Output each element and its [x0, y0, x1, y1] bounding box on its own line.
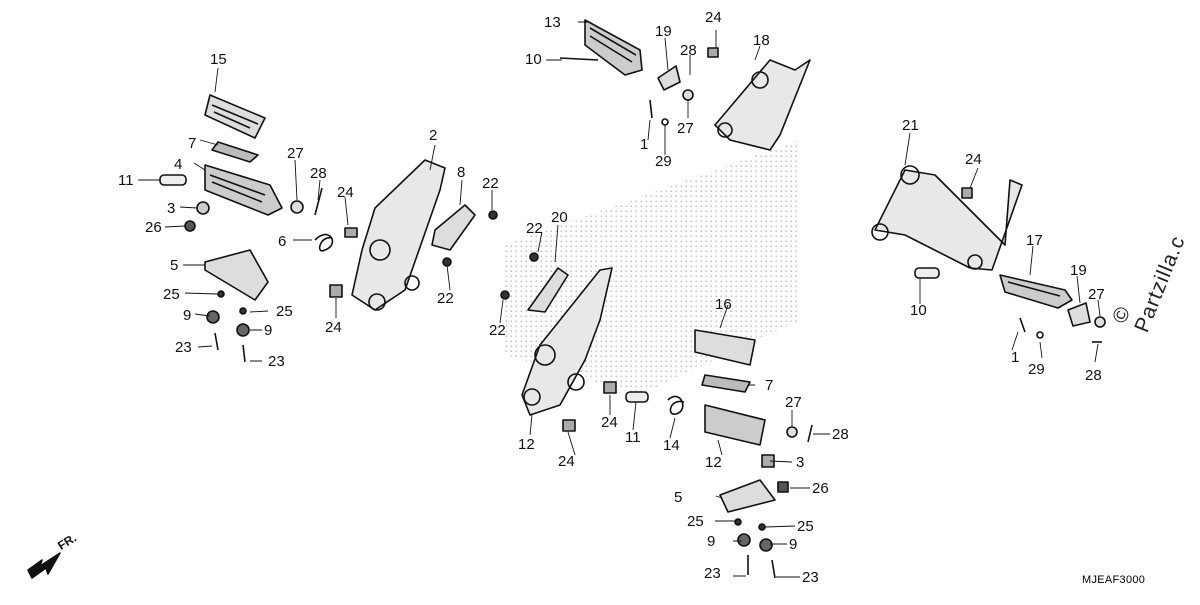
plate-left — [211, 141, 259, 163]
label-27: 27 — [677, 120, 694, 137]
footpeg-rubber-center — [694, 329, 756, 366]
footpeg-top — [584, 19, 643, 76]
label-17: 17 — [1026, 232, 1043, 249]
label-11: 11 — [625, 429, 641, 446]
label-20: 20 — [551, 209, 568, 226]
label-9: 9 — [789, 536, 798, 553]
label-21: 21 — [902, 117, 919, 134]
label-26: 26 — [145, 219, 162, 236]
plate-center — [701, 374, 751, 393]
label-7: 7 — [188, 135, 197, 152]
footpeg-right — [999, 274, 1073, 309]
label-13: 14 — [663, 437, 680, 454]
plate-19-right — [1067, 302, 1091, 327]
label-22: 22 — [437, 290, 454, 307]
plate-20-center — [527, 267, 569, 313]
label-19: 19 — [655, 23, 672, 40]
label-3: 3 — [167, 200, 176, 217]
label-5: 5 — [674, 489, 683, 506]
label-15: 12 — [518, 436, 535, 453]
label-12: 12 — [705, 454, 722, 471]
label-19: 19 — [1070, 262, 1087, 279]
guard-left — [204, 249, 269, 301]
label-22: 22 — [489, 322, 506, 339]
nut-left — [184, 220, 196, 232]
label-10: 10 — [525, 51, 542, 68]
label-14: 15 — [210, 51, 227, 68]
footpeg-rubber-left — [204, 94, 266, 139]
label-1: 1 — [1011, 349, 1020, 366]
label-9: 9 — [264, 322, 273, 339]
label-22: 22 — [482, 175, 499, 192]
bracket-left — [351, 159, 446, 311]
label-25: 25 — [797, 518, 814, 535]
label-28: 28 — [310, 165, 327, 182]
label-26: 26 — [812, 480, 829, 497]
label-5: 5 — [170, 257, 179, 274]
label-16: 13 — [544, 14, 561, 31]
label-29: 29 — [655, 153, 672, 170]
label-24: 24 — [601, 414, 618, 431]
label-28: 28 — [832, 426, 849, 443]
label-24: 24 — [325, 319, 342, 336]
plate-19-top — [657, 65, 681, 91]
footpeg-left — [204, 164, 283, 216]
bracket-top — [714, 59, 811, 151]
label-27: 27 — [287, 145, 304, 162]
label-25: 25 — [163, 286, 180, 303]
pin-left — [159, 174, 187, 186]
label-23: 23 — [704, 565, 721, 582]
fr-arrow-icon — [27, 552, 61, 579]
label-18: 18 — [753, 32, 770, 49]
label-25: 25 — [276, 303, 293, 320]
label-22: 22 — [526, 220, 543, 237]
label-28: 28 — [680, 42, 697, 59]
footpeg-center — [704, 404, 766, 446]
diagram-code: MJEAF3000 — [1082, 574, 1146, 586]
bush-left — [196, 201, 210, 215]
label-3: 3 — [796, 454, 805, 471]
label-23: 23 — [175, 339, 192, 356]
label-27: 27 — [785, 394, 802, 411]
label-25: 25 — [687, 513, 704, 530]
label-2: 2 — [429, 127, 438, 144]
label-11: 11 — [118, 172, 134, 189]
bracket-right — [874, 169, 1023, 271]
label-24: 24 — [558, 453, 575, 470]
washer-left — [290, 200, 304, 214]
label-9: 9 — [707, 533, 716, 550]
label-14: 16 — [715, 296, 732, 313]
label-28: 28 — [1085, 367, 1102, 384]
label-27: 27 — [1088, 286, 1105, 303]
label-4: 4 — [174, 156, 183, 173]
label-29: 29 — [1028, 361, 1045, 378]
plate-8-left — [431, 204, 476, 251]
label-23: 23 — [268, 353, 285, 370]
spring-center — [667, 395, 685, 415]
label-24: 24 — [965, 151, 982, 168]
spring-left — [314, 233, 334, 252]
label-8: 8 — [457, 164, 466, 181]
label-24: 24 — [705, 9, 722, 26]
label-10: 10 — [910, 302, 927, 319]
label-24: 24 — [337, 184, 354, 201]
label-23: 23 — [802, 569, 819, 586]
label-1: 1 — [640, 136, 649, 153]
label-9: 9 — [183, 307, 192, 324]
label-6: 6 — [278, 233, 287, 250]
label-7: 7 — [765, 377, 774, 394]
guard-center — [719, 479, 776, 513]
